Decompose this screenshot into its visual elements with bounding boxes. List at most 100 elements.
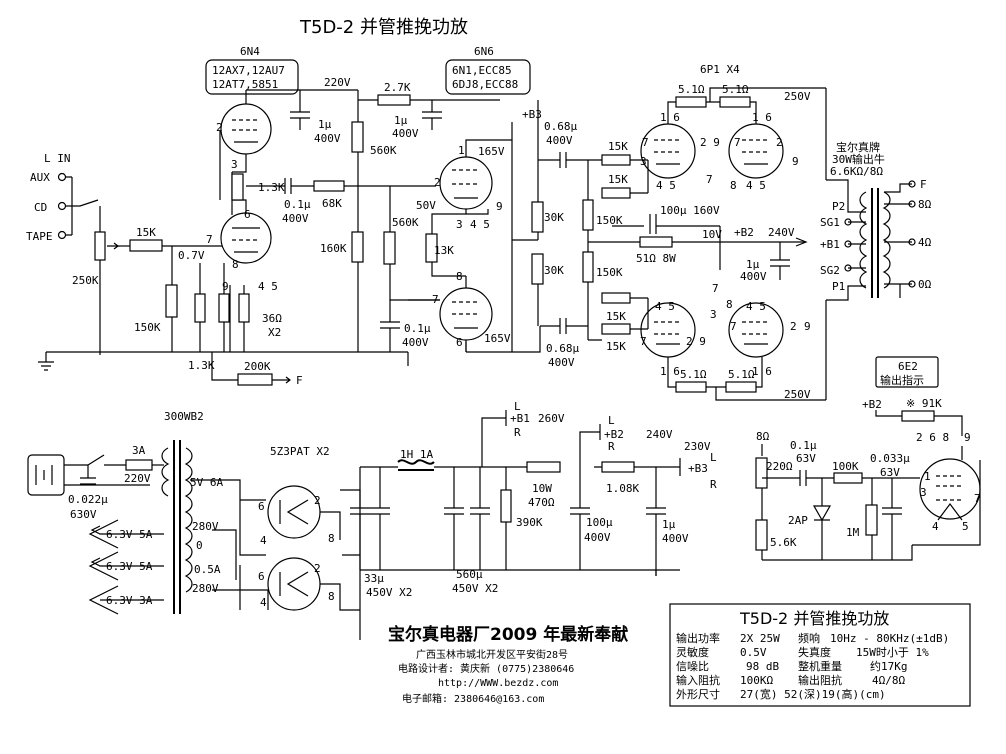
input-cd-label: CD (34, 201, 47, 214)
factory-name: 宝尔真电器厂2009 年最新奉献 (388, 624, 628, 645)
svg-text:0.68μ: 0.68μ (544, 120, 577, 133)
svg-text:36Ω: 36Ω (262, 312, 282, 325)
resistor-1k3 (231, 173, 244, 201)
svg-text:2: 2 (314, 494, 321, 507)
svg-text:10Hz - 80KHz(±1dB): 10Hz - 80KHz(±1dB) (830, 632, 949, 645)
indicator-tube (919, 458, 981, 521)
factory-designer: 电路设计者: 黄庆新 (0775)2380646 (398, 662, 574, 675)
svg-text:1: 1 (458, 144, 465, 157)
svg-text:6E2: 6E2 (898, 360, 918, 373)
svg-text:1: 1 (924, 470, 931, 483)
svg-text:165V: 165V (478, 145, 505, 158)
svg-text:6: 6 (258, 500, 265, 513)
spec-title: T5D-2 并管推挽功放 (739, 609, 889, 628)
svg-text:输出指示: 输出指示 (880, 373, 924, 387)
svg-text:33μ: 33μ (364, 572, 384, 585)
svg-text:4: 4 (260, 596, 267, 609)
svg-text:63V: 63V (880, 466, 900, 479)
svg-text:150K: 150K (596, 214, 623, 227)
svg-text:1 6: 1 6 (660, 365, 680, 378)
svg-text:0.5A: 0.5A (194, 563, 221, 576)
svg-text:5.1Ω: 5.1Ω (680, 368, 707, 381)
resistor-200k (237, 373, 273, 386)
svg-text:9: 9 (804, 320, 811, 333)
svg-text:L: L (608, 414, 615, 427)
svg-text:12AX7,12AU7: 12AX7,12AU7 (212, 64, 285, 77)
svg-text:27(宽) 52(深)19(高)(cm): 27(宽) 52(深)19(高)(cm) (740, 687, 886, 701)
svg-text:5: 5 (962, 520, 969, 533)
svg-text:400V: 400V (740, 270, 767, 283)
svg-text:250V: 250V (784, 388, 811, 401)
svg-text:15W时小于 1%: 15W时小于 1% (856, 646, 929, 659)
svg-text:3: 3 (710, 308, 717, 321)
output-tubes-label: 6P1 X4 (700, 63, 740, 76)
svg-text:6N1,ECC85: 6N1,ECC85 (452, 64, 512, 77)
svg-text:560K: 560K (392, 216, 419, 229)
svg-text:5.1Ω: 5.1Ω (722, 83, 749, 96)
svg-text:6: 6 (456, 336, 463, 349)
svg-text:+B3: +B3 (522, 108, 542, 121)
svg-text:15K: 15K (606, 340, 626, 353)
svg-text:SG2: SG2 (820, 264, 840, 277)
power-transformer (161, 440, 193, 614)
svg-text:1μ: 1μ (662, 518, 676, 531)
svg-text:0.68μ: 0.68μ (546, 342, 579, 355)
svg-text:+B3: +B3 (688, 462, 708, 475)
svg-text:+B2: +B2 (734, 226, 754, 239)
svg-text:5.6K: 5.6K (770, 536, 797, 549)
svg-text:7: 7 (730, 320, 737, 333)
svg-text:165V: 165V (484, 332, 511, 345)
svg-text:P2: P2 (832, 200, 845, 213)
svg-text:L: L (514, 400, 521, 413)
svg-text:15K: 15K (606, 310, 626, 323)
svg-text:15K: 15K (608, 173, 628, 186)
svg-text:15K: 15K (608, 140, 628, 153)
svg-text:6.3V 3A: 6.3V 3A (106, 594, 153, 607)
svg-text:13K: 13K (434, 244, 454, 257)
svg-text:15K: 15K (136, 226, 156, 239)
svg-text:7: 7 (706, 173, 713, 186)
svg-text:P1: P1 (832, 280, 845, 293)
svg-text:470Ω: 470Ω (528, 496, 555, 509)
svg-text:2: 2 (776, 136, 783, 149)
svg-text:+B1: +B1 (820, 238, 840, 251)
svg-text:L: L (710, 451, 717, 464)
svg-text:8: 8 (328, 590, 335, 603)
rectifier-tubes (267, 485, 321, 611)
svg-text:2 6 8: 2 6 8 (916, 431, 949, 444)
svg-text:400V: 400V (584, 531, 611, 544)
svg-text:外形尺寸: 外形尺寸 (676, 687, 720, 701)
svg-text:51Ω 8W: 51Ω 8W (636, 252, 676, 265)
svg-text:约17Kg: 约17Kg (870, 660, 908, 673)
resistor-15k (129, 239, 163, 252)
factory-email: 电子邮箱: 2380646@163.com (402, 692, 544, 705)
svg-text:6.3V 5A: 6.3V 5A (106, 560, 153, 573)
input-tape-label: TAPE (26, 230, 53, 243)
svg-text:450V X2: 450V X2 (452, 582, 498, 595)
v1-name: 6N4 (240, 45, 260, 58)
svg-text:0: 0 (196, 539, 203, 552)
svg-text:280V: 280V (192, 520, 219, 533)
svg-text:1μ: 1μ (746, 258, 760, 271)
svg-text:63V: 63V (796, 452, 816, 465)
svg-text:8Ω: 8Ω (918, 198, 932, 211)
svg-text:3: 3 (231, 158, 238, 171)
svg-text:输入阻抗: 输入阻抗 (676, 673, 720, 687)
svg-text:560K: 560K (370, 144, 397, 157)
svg-text:4 5: 4 5 (746, 300, 766, 313)
choke (397, 459, 435, 465)
svg-text:信噪比: 信噪比 (676, 660, 709, 673)
resistor-470 (526, 461, 561, 473)
svg-text:F: F (296, 374, 303, 387)
svg-text:4Ω: 4Ω (918, 236, 932, 249)
svg-text:280V: 280V (192, 582, 219, 595)
svg-text:10V: 10V (702, 228, 722, 241)
v1-subs-box (205, 59, 299, 95)
svg-text:2.7K: 2.7K (384, 81, 411, 94)
svg-text:整机重量: 整机重量 (798, 659, 842, 673)
svg-text:560μ: 560μ (456, 568, 483, 581)
indicator-box (875, 356, 939, 388)
svg-text:7: 7 (206, 233, 213, 246)
svg-text:R: R (608, 440, 615, 453)
svg-text:0.022μ: 0.022μ (68, 493, 108, 506)
